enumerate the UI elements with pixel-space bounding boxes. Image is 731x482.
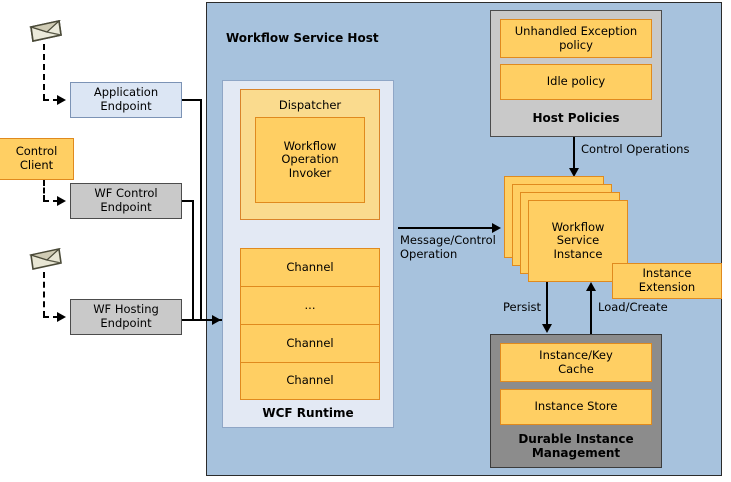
durable-instance-management-caption: Durable Instance Management — [518, 431, 634, 460]
control-operations-arrowhead — [569, 168, 579, 177]
load-create-label: Load/Create — [598, 300, 668, 314]
wf-control-endpoint-box: WF Control Endpoint — [70, 183, 182, 219]
control-operations-label: Control Operations — [581, 142, 690, 156]
dashed-line-control-client-vertical — [43, 180, 45, 201]
workflow-operation-invoker-box: Workflow Operation Invoker — [255, 117, 365, 203]
load-create-line — [590, 290, 592, 334]
dispatcher-label: Dispatcher — [278, 97, 342, 112]
dashed-arrowhead-wf-hosting-endpoint — [57, 312, 66, 322]
message-envelope-icon-top — [28, 19, 63, 43]
application-endpoint-trunk — [200, 99, 202, 321]
wf-control-endpoint-trunk — [192, 200, 194, 321]
dashed-line-envelope-bottom-vertical — [43, 272, 45, 317]
wf-hosting-endpoint-box: WF Hosting Endpoint — [70, 299, 182, 335]
wcf-runtime-inbound-arrowhead — [212, 315, 221, 325]
message-control-operation-label: Message/Control Operation — [400, 233, 496, 261]
dashed-arrowhead-wf-control-endpoint — [57, 196, 66, 206]
instance-extension-box: Instance Extension — [612, 263, 722, 299]
channel-box-3: Channel — [240, 362, 380, 400]
wf-control-endpoint-connector — [182, 200, 194, 202]
dashed-line-envelope-top-horizontal — [43, 99, 59, 101]
control-client-box: Control Client — [0, 138, 74, 180]
wf-hosting-endpoint-connector — [182, 319, 222, 321]
idle-policy-box: Idle policy — [500, 64, 652, 100]
channel-box-2: Channel — [240, 324, 380, 362]
workflow-service-host-title: Workflow Service Host — [226, 30, 379, 45]
instance-store-box: Instance Store — [500, 389, 652, 425]
dashed-line-control-client-horizontal — [43, 200, 59, 202]
channel-box-1: Channel — [240, 248, 380, 286]
host-policies-caption: Host Policies — [532, 110, 620, 125]
application-endpoint-connector — [182, 99, 202, 101]
dashed-line-envelope-top-vertical — [43, 44, 45, 100]
message-control-operation-line — [398, 227, 494, 229]
persist-label: Persist — [503, 300, 542, 314]
persist-line — [546, 282, 548, 326]
message-envelope-icon-bottom — [28, 247, 63, 271]
persist-arrowhead — [542, 324, 552, 333]
dashed-arrowhead-application-endpoint — [57, 95, 66, 105]
unhandled-exception-policy-box: Unhandled Exception policy — [500, 19, 652, 58]
control-operations-line — [573, 137, 575, 171]
load-create-arrowhead — [586, 282, 596, 291]
channel-box-ellipsis: ... — [240, 286, 380, 324]
instance-key-cache-box: Instance/Key Cache — [500, 343, 652, 382]
dashed-line-envelope-bottom-horizontal — [43, 316, 59, 318]
workflow-service-instance-card-1: Workflow Service Instance — [528, 200, 628, 282]
message-control-operation-arrowhead — [492, 223, 501, 233]
wcf-runtime-caption: WCF Runtime — [262, 405, 354, 420]
application-endpoint-box: Application Endpoint — [70, 82, 182, 118]
